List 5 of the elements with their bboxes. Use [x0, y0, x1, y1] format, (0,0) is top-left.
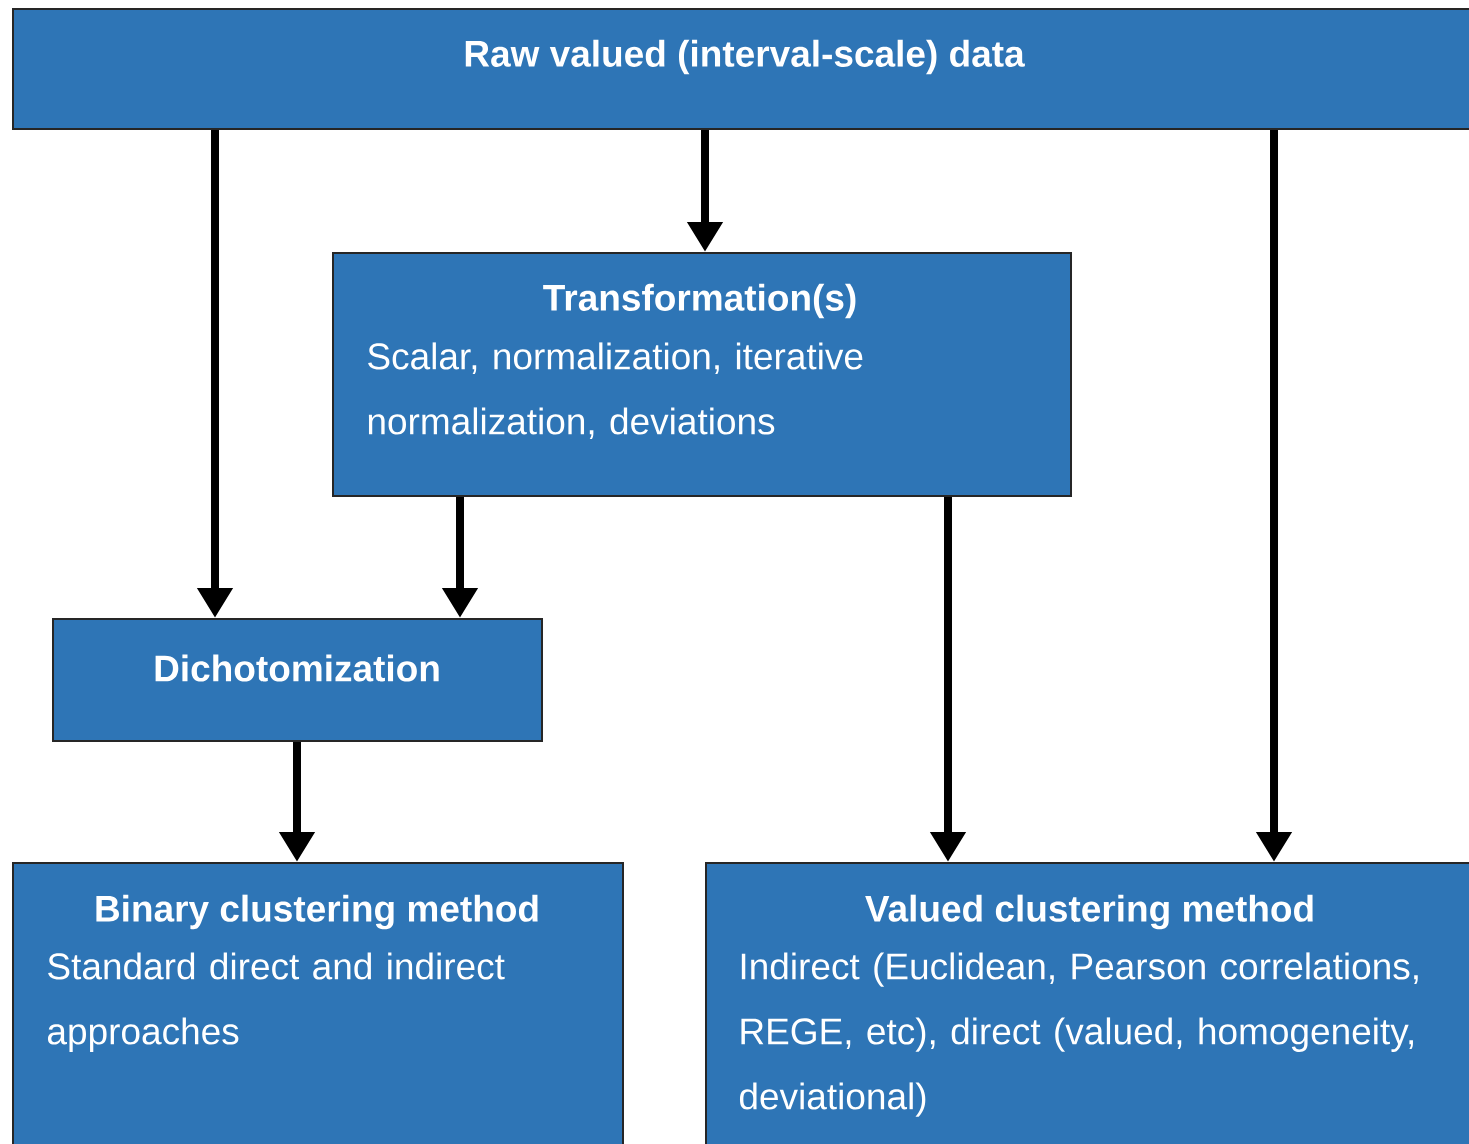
process-box: Dichotomization [52, 618, 543, 742]
process-box: Transformation(s) Scalar, normalization, iterative normalization, deviations [332, 252, 1072, 497]
process-box: Raw valued (interval-scale) data [12, 8, 1469, 130]
process-box: Valued clustering method Indirect (Euclidean, Pearson correlations, REGE, etc), direct (valued, homogeneity, deviational) [705, 862, 1469, 1144]
process-box: Binary clustering method Standard direct and indirect approaches [12, 862, 624, 1144]
